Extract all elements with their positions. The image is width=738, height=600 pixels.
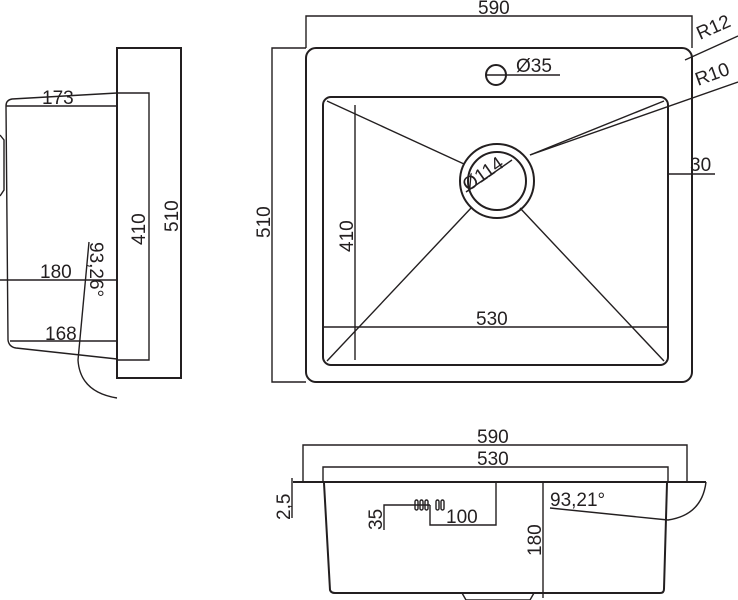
drain-slope-line: [326, 206, 473, 362]
overflow-width-dimension: [429, 482, 497, 526]
front-width-dimension: [302, 444, 688, 482]
top-depth-dimension: [271, 47, 306, 383]
front-bowl-width-label: 530: [477, 449, 509, 470]
drain-slope-line: [326, 100, 465, 165]
overflow-slots-icon: [414, 499, 445, 511]
front-bowl-width-dimension: [322, 466, 669, 482]
side-mid-width-label: 180: [40, 262, 72, 283]
front-angle-arc: [549, 481, 707, 521]
bowl-depth-label: 410: [337, 220, 358, 252]
front-angle-label: 93,21°: [550, 490, 605, 511]
front-width-label: 590: [477, 427, 509, 448]
side-angle-label: 93,26°: [85, 242, 106, 297]
r10-leader: [529, 81, 738, 156]
front-depth-label: 180: [525, 524, 546, 556]
overflow-height-label: 35: [366, 509, 387, 530]
r12-label: R12: [693, 11, 733, 44]
overflow-width-label: 100: [446, 507, 478, 528]
r12-leader: [684, 35, 738, 61]
top-bowl-outline: [322, 96, 669, 366]
side-angle-arc: [77, 241, 118, 399]
side-top-width-label: 173: [42, 88, 74, 109]
front-bowl-outline: [323, 482, 668, 594]
drain-slope-line: [519, 207, 665, 362]
top-outer-outline: [305, 47, 693, 383]
drain-outer-icon: [459, 143, 535, 219]
drain-leader: [465, 159, 513, 193]
top-width-dimension: [305, 15, 693, 48]
flange-thickness-label: 2,5: [274, 494, 295, 520]
side-depth-label: 510: [162, 200, 183, 232]
side-view: 173 180 168 410 510 93,26°: [0, 47, 183, 399]
top-depth-label: 510: [254, 206, 275, 238]
drain-slope-line: [529, 100, 665, 156]
side-bottom-width-label: 168: [45, 324, 77, 345]
drain-outlet: [461, 592, 535, 600]
top-width-label: 590: [478, 0, 510, 19]
edge-offset-label: 30: [690, 155, 711, 176]
side-edge-detail: [0, 134, 5, 197]
side-bowl-depth-label: 410: [129, 213, 150, 245]
bowl-width-label: 530: [476, 309, 508, 330]
front-view: 590 530 2,5 35 100 180 93,21°: [274, 427, 707, 600]
side-outer-outline: [116, 47, 182, 379]
side-inner-outline: [117, 92, 150, 361]
drain-inner-icon: [467, 151, 527, 211]
top-view: 590 510 410 530 Ø35 Ø114 30 R12 R10: [254, 0, 738, 383]
tap-hole-label: Ø35: [516, 56, 552, 77]
side-bowl-profile: [5, 92, 118, 360]
